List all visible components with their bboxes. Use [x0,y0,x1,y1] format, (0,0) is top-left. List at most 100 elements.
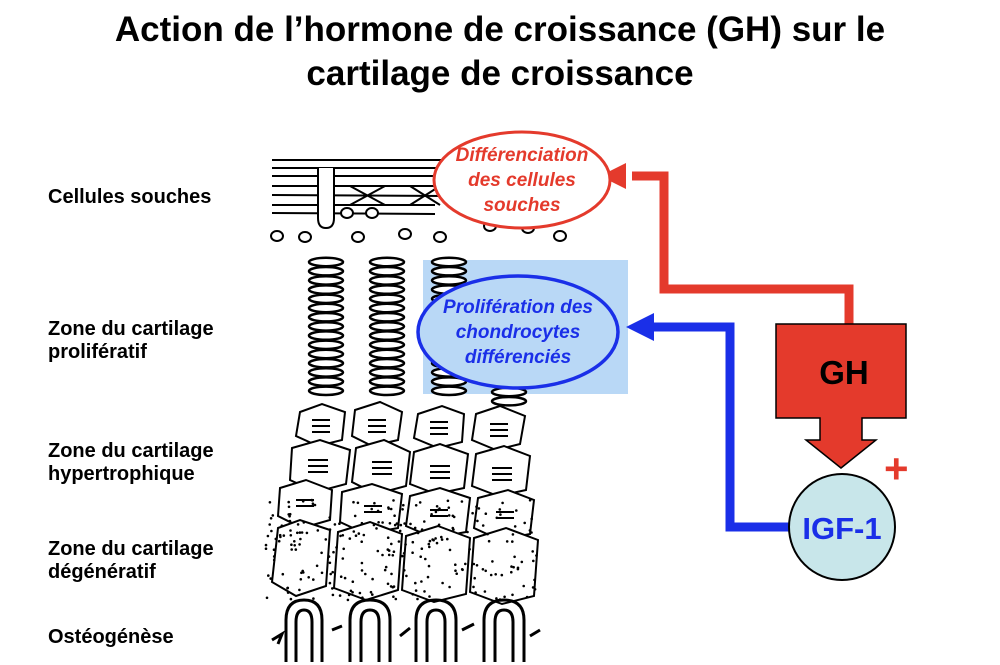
stipple-dot [532,559,535,563]
stipple-dot [392,499,395,502]
stipple-dot [411,540,415,544]
stipple-dot [286,586,289,590]
stipple-dot [411,551,414,554]
stipple-dot [354,534,358,537]
stipple-dot [361,596,364,599]
stipple-dot [448,585,451,589]
flattened-chondrocyte [368,366,406,378]
stipple-dot [269,577,273,580]
stipple-dot [452,515,456,519]
stipple-dot [511,540,514,543]
degenerative-cells [270,518,540,606]
flattened-chondrocyte [307,265,345,277]
flattened-chondrocyte [368,284,406,296]
stipple-dot [435,541,439,545]
stipple-dot [357,532,361,535]
stipple-dot [441,581,444,585]
stipple-dot [265,596,269,600]
stipple-dot [360,521,364,525]
stipple-dot [287,505,291,509]
stipple-dot [512,565,515,569]
stipple-dot [287,513,291,516]
stipple-dot [501,501,504,505]
stipple-dot [371,593,374,596]
flattened-chondrocyte [307,302,345,314]
stipple-dot [427,564,431,568]
stipple-dot [455,572,459,575]
stipple-dot [423,520,426,523]
stipple-dot [332,550,335,554]
flattened-chondrocyte [368,339,406,351]
stipple-dot [530,517,533,521]
stipple-dot [499,513,502,516]
stipple-dot [360,561,364,565]
zone-label-hypertrophic: Zone du cartilage hypertrophique [48,440,214,485]
stipple-dot [384,565,388,569]
stipple-dot [343,576,347,580]
stipple-dot [530,531,533,534]
stipple-dot [471,511,474,515]
stipple-dot [264,543,268,547]
stipple-dot [307,576,311,579]
stipple-dot [272,555,276,558]
igf1-label: IGF-1 [802,511,882,546]
stipple-dot [510,565,513,568]
flattened-chondrocyte [368,376,406,388]
flattened-chondrocyte [368,274,406,286]
stipple-dot [373,501,376,505]
stipple-dot [339,575,343,578]
stipple-dot [398,529,402,533]
flattened-chondrocyte [307,320,345,332]
stipple-dot [416,531,420,535]
stipple-dot [311,499,314,502]
stipple-dot [434,537,437,540]
stipple-dot [386,582,390,586]
stipple-dot [286,591,290,594]
igf1-to-proliferation-arrow [650,322,790,532]
stipple-dot [424,557,427,561]
stipple-dot [481,568,485,571]
stipple-dot [431,538,434,541]
stipple-dot [301,500,305,503]
stipple-dot [392,550,396,553]
page-title: Action de l’hormone de croissance (GH) s… [0,8,1000,96]
stipple-dot [381,553,384,557]
flattened-chondrocyte [307,348,345,360]
stipple-dot [446,537,449,541]
stipple-dot [466,530,469,534]
flattened-chondrocyte [368,330,406,342]
stem-cell-layer [271,159,446,230]
stipple-dot [454,569,457,572]
stipple-dot [331,593,335,597]
stipple-dot [360,569,364,572]
stipple-dot [500,573,504,577]
stipple-dot [516,567,520,571]
stipple-dot [389,585,393,588]
stipple-dot [428,595,431,598]
stipple-dot [300,531,304,534]
stipple-dot [301,569,305,573]
stipple-dot [324,538,328,541]
stipple-dot [370,507,374,511]
stem-cells-dots [270,207,567,243]
stipple-dot [401,508,404,511]
stipple-dot [289,597,293,601]
stipple-dot [266,534,270,538]
flattened-chondrocyte [307,366,345,378]
stipple-dot [430,513,433,516]
stipple-dot [472,562,476,566]
stipple-dot [494,573,498,576]
stipple-dot [328,561,332,565]
stipple-dot [335,546,338,549]
stipple-dot [409,522,412,526]
stipple-dot [403,522,406,525]
zone-label-stem-cells: Cellules souches [48,186,212,208]
flattened-chondrocyte [307,357,345,369]
stipple-dot [535,554,538,557]
red-arrowhead [600,163,626,189]
stipple-dot [356,501,360,505]
title-line-1: Action de l’hormone de croissance (GH) s… [114,10,886,49]
stipple-dot [484,569,488,573]
stipple-dot [486,532,489,536]
